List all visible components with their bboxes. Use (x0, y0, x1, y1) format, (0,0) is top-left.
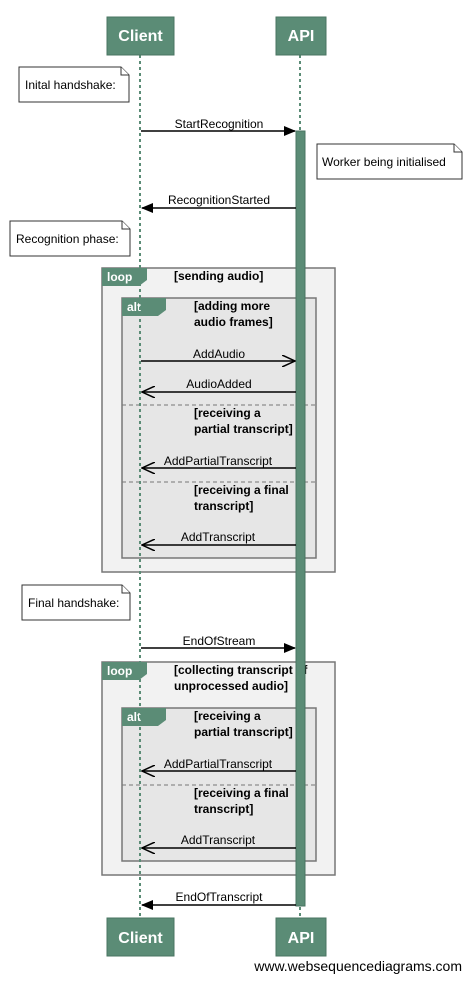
participant-client-bottom: Client (106, 917, 175, 957)
message-end-of-transcript: EndOfTranscript (141, 890, 296, 910)
message-add-transcript: AddTranscript (142, 833, 296, 848)
message-label: StartRecognition (175, 117, 264, 131)
message-label: AddTranscript (181, 833, 256, 847)
alt-tab (122, 298, 166, 316)
note-final-handshake-text: Final handshake: (28, 596, 119, 610)
message-label: AddAudio (193, 347, 245, 361)
message-label: AddPartialTranscript (164, 454, 273, 468)
watermark-text: www.websequencediagrams.com (253, 958, 462, 974)
participant-client-top: Client (106, 16, 175, 56)
alt-condition-partial-line1: [receiving a (194, 406, 261, 420)
alt-condition-partial-line2: partial transcript] (194, 422, 293, 436)
message-add-transcript: AddTranscript (142, 530, 296, 545)
alt-condition-final-line1: [receiving a final (194, 483, 289, 497)
alt-frame-box (121, 297, 317, 559)
message-add-audio: AddAudio (141, 347, 295, 361)
message-audio-added: AudioAdded (142, 377, 296, 392)
participant-api-top: API (275, 16, 327, 56)
message-start-recognition: StartRecognition (141, 117, 296, 136)
message-label: AddTranscript (181, 530, 256, 544)
note-recognition-phase: Recognition phase: (9, 220, 131, 257)
loop-label: loop (107, 270, 132, 284)
message-label: EndOfTranscript (176, 890, 264, 904)
message-label: EndOfStream (183, 634, 256, 648)
alt-condition-adding-line1: [adding more (194, 299, 270, 313)
alt-condition-partial-line2: partial transcript] (194, 725, 293, 739)
message-label: RecognitionStarted (168, 193, 270, 207)
note-worker-initialised: Worker being initialised (316, 143, 463, 180)
loop-tab (102, 268, 147, 286)
message-label: AudioAdded (186, 377, 251, 391)
alt-condition-final-line1: [receiving a final (194, 786, 289, 800)
alt-tab (122, 708, 166, 726)
loop-label: loop (107, 664, 132, 678)
participant-api-label: API (288, 28, 315, 45)
alt-frame-transcript: alt [receiving a partial transcript] [re… (121, 707, 317, 862)
loop-tab (102, 662, 147, 680)
note-final-handshake: Final handshake: (21, 584, 131, 621)
message-recognition-started: RecognitionStarted (141, 193, 296, 213)
api-activation-bar (295, 130, 306, 907)
alt-frame-audio: alt [adding more audio frames] [receivin… (121, 297, 317, 559)
loop-condition: [sending audio] (174, 269, 263, 283)
participant-client-label: Client (118, 930, 163, 947)
alt-condition-adding-line2: audio frames] (194, 315, 273, 329)
participant-api-bottom: API (275, 917, 327, 957)
message-add-partial-transcript: AddPartialTranscript (142, 757, 296, 771)
note-initial-handshake: Inital handshake: (18, 66, 130, 103)
note-recognition-phase-text: Recognition phase: (16, 232, 119, 246)
alt-condition-final-line2: transcript] (194, 499, 253, 513)
participant-client-label: Client (118, 28, 163, 45)
note-initial-handshake-text: Inital handshake: (25, 78, 116, 92)
alt-condition-final-line2: transcript] (194, 802, 253, 816)
message-add-partial-transcript: AddPartialTranscript (142, 454, 296, 468)
loop-condition-line2: unprocessed audio] (174, 679, 288, 693)
participant-api-label: API (288, 930, 315, 947)
alt-label: alt (127, 710, 141, 724)
loop-condition-line1: [collecting transcript of (174, 663, 308, 677)
note-worker-initialised-text: Worker being initialised (322, 155, 446, 169)
message-end-of-stream: EndOfStream (141, 634, 296, 653)
alt-condition-partial-line1: [receiving a (194, 709, 261, 723)
message-label: AddPartialTranscript (164, 757, 273, 771)
alt-label: alt (127, 300, 141, 314)
